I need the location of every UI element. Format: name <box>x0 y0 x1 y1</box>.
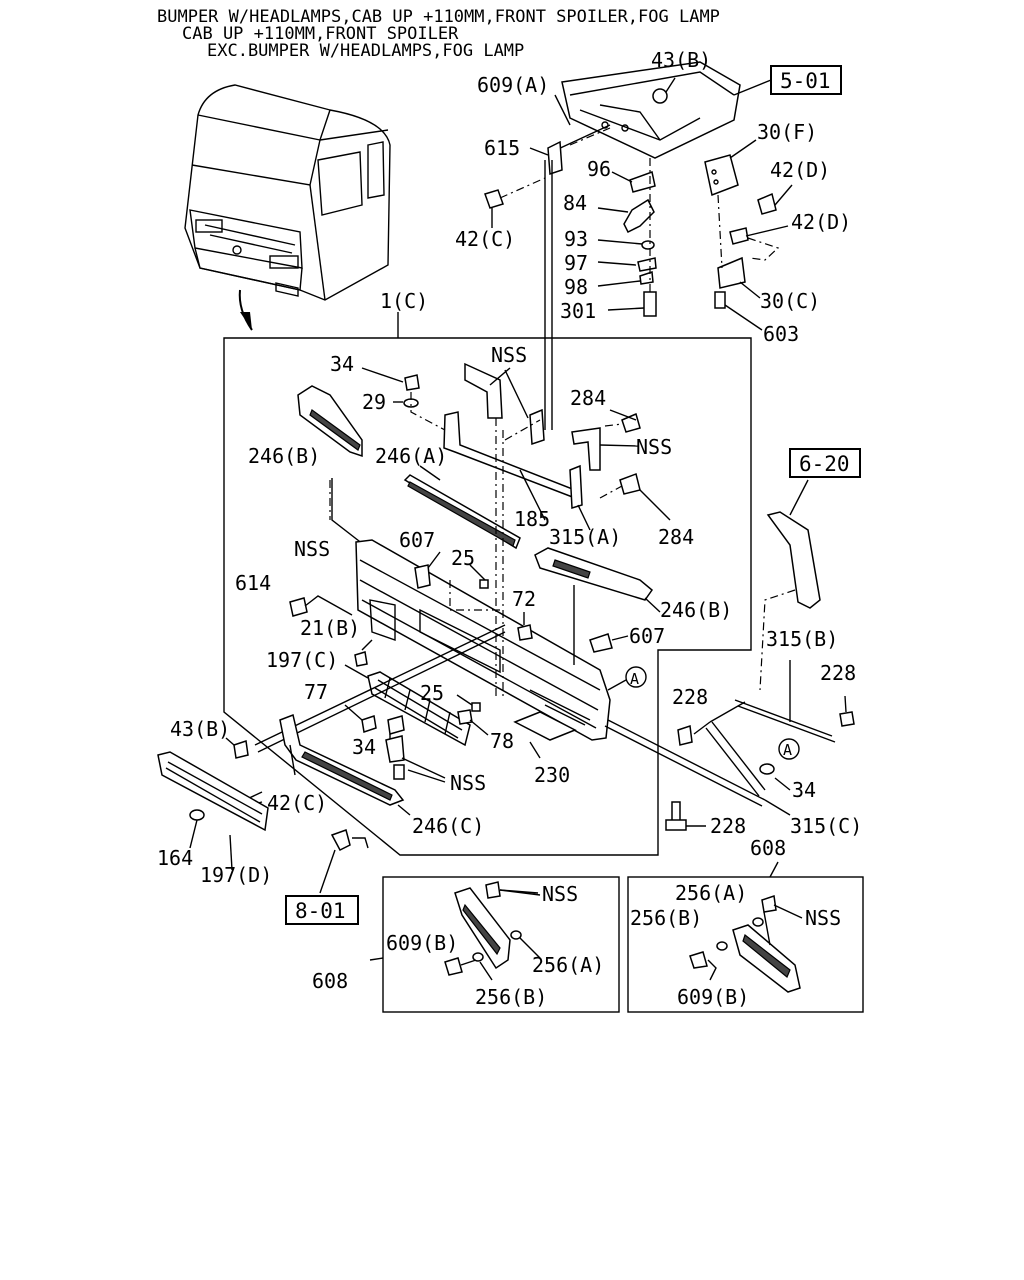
label-29: 29 <box>362 390 386 414</box>
label-1c: 1(C) <box>380 289 428 313</box>
label-608-top: 608 <box>750 836 786 860</box>
svg-text:5-01: 5-01 <box>780 69 831 93</box>
label-614: 614 <box>235 571 271 595</box>
label-603: 603 <box>763 322 799 346</box>
header-line-3: EXC.BUMPER W/HEADLAMPS,FOG LAMP <box>207 41 524 61</box>
label-77: 77 <box>304 680 328 704</box>
label-315b: 315(B) <box>766 627 838 651</box>
reference-box-8-01[interactable]: 8-01 <box>285 895 359 925</box>
label-a-2: A <box>783 741 792 759</box>
label-197c: 197(C) <box>266 648 338 672</box>
label-78: 78 <box>490 729 514 753</box>
label-256b-2: 256(B) <box>475 985 547 1009</box>
label-30f: 30(F) <box>757 120 817 144</box>
label-609b-1: 609(B) <box>386 931 458 955</box>
label-164: 164 <box>157 846 193 870</box>
label-96: 96 <box>587 157 611 181</box>
label-42c-top: 42(C) <box>455 227 515 251</box>
label-34-top: 34 <box>330 352 354 376</box>
label-21b: 21(B) <box>300 616 360 640</box>
label-185: 185 <box>514 507 550 531</box>
label-98: 98 <box>564 275 588 299</box>
label-25-2: 25 <box>420 681 444 705</box>
truck-cab-illustration <box>184 84 391 331</box>
label-nss-6: NSS <box>805 906 841 930</box>
label-284-1: 284 <box>570 386 606 410</box>
label-246c: 246(C) <box>412 814 484 838</box>
header-line-2: CAB UP +110MM,FRONT SPOILER <box>182 24 459 44</box>
label-nss-3: NSS <box>294 537 330 561</box>
label-230: 230 <box>534 763 570 787</box>
label-246b-1: 246(B) <box>248 444 320 468</box>
label-42d-2: 42(D) <box>791 210 851 234</box>
label-228-2: 228 <box>672 685 708 709</box>
svg-text:6-20: 6-20 <box>799 452 850 476</box>
label-97: 97 <box>564 251 588 275</box>
svg-text:8-01: 8-01 <box>295 899 346 923</box>
label-93: 93 <box>564 227 588 251</box>
label-197d: 197(D) <box>200 863 272 887</box>
label-nss-4: NSS <box>450 771 486 795</box>
label-607-2: 607 <box>629 624 665 648</box>
label-246b-2: 246(B) <box>660 598 732 622</box>
label-43b-left: 43(B) <box>170 717 230 741</box>
label-34-right: 34 <box>792 778 816 802</box>
header-line-1: BUMPER W/HEADLAMPS,CAB UP +110MM,FRONT S… <box>157 7 720 27</box>
label-256a-1: 256(A) <box>675 881 747 905</box>
label-315c: 315(C) <box>790 814 862 838</box>
label-42d-1: 42(D) <box>770 158 830 182</box>
label-256a-2: 256(A) <box>532 953 604 977</box>
label-284-2: 284 <box>658 525 694 549</box>
label-609b-2: 609(B) <box>677 985 749 1009</box>
label-25-1: 25 <box>451 546 475 570</box>
label-nss-5: NSS <box>542 882 578 906</box>
label-42c-left: 42(C) <box>267 791 327 815</box>
reference-box-5-01[interactable]: 5-01 <box>770 65 842 95</box>
label-315a: 315(A) <box>549 525 621 549</box>
label-72: 72 <box>512 587 536 611</box>
frame-bracket <box>561 61 772 159</box>
label-301: 301 <box>560 299 596 323</box>
label-607-1: 607 <box>399 528 435 552</box>
label-609a: 609(A) <box>477 73 549 97</box>
label-228-1: 228 <box>820 661 856 685</box>
inset-608-left <box>369 876 620 1013</box>
label-246a: 246(A) <box>375 444 447 468</box>
label-84: 84 <box>563 191 587 215</box>
label-nss-2: NSS <box>636 435 672 459</box>
label-34-mid: 34 <box>352 735 376 759</box>
label-256b-1: 256(B) <box>630 906 702 930</box>
label-43b-top: 43(B) <box>651 48 711 72</box>
label-608-left: 608 <box>312 969 348 993</box>
inset-608-right <box>627 861 864 1013</box>
reference-box-6-20[interactable]: 6-20 <box>789 448 861 478</box>
label-615: 615 <box>484 136 520 160</box>
label-228-3: 228 <box>710 814 746 838</box>
label-a-1: A <box>630 670 639 688</box>
label-nss-1: NSS <box>491 343 527 367</box>
label-30c: 30(C) <box>760 289 820 313</box>
